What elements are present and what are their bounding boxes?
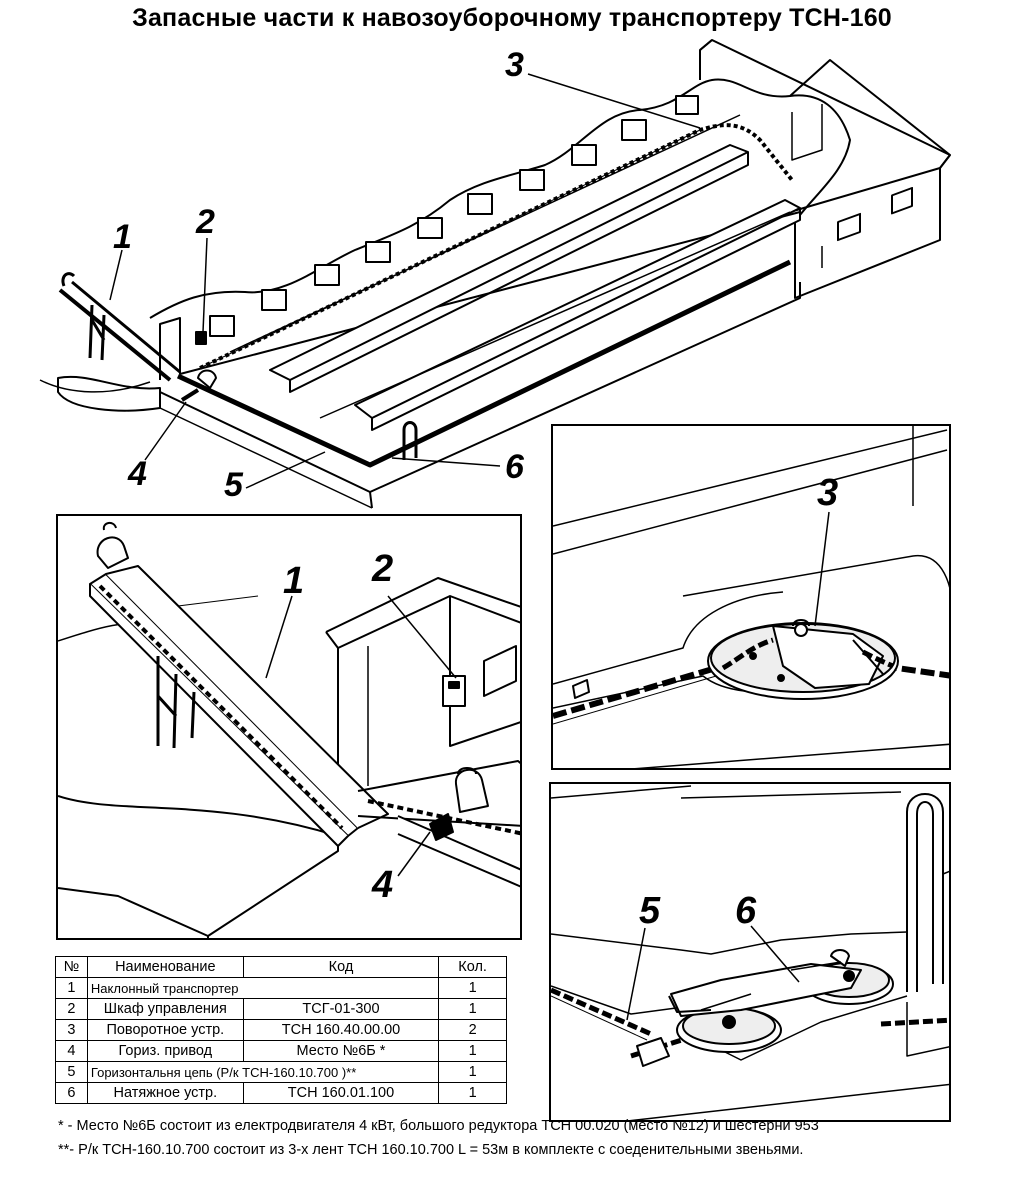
header-qty: Кол.: [438, 956, 507, 978]
row-name: Поворотное устр.: [86, 1019, 244, 1041]
row-no: 5: [55, 1061, 88, 1083]
turning-device-detail-panel: 3: [551, 424, 951, 770]
overview-callout-5: 5: [224, 466, 243, 504]
row-qty: 1: [438, 1061, 507, 1083]
row-name: Наклонный транспортер: [86, 977, 440, 999]
table-row: 5 Горизонтальня цепь (Р/к ТСН-160.10.700…: [55, 1061, 507, 1083]
row-no: 4: [55, 1040, 88, 1062]
row-no: 2: [55, 998, 88, 1020]
table-row: 3 Поворотное устр. ТСН 160.40.00.00 2: [55, 1019, 507, 1041]
parts-table: № Наименование Код Кол. 1 Наклонный тран…: [55, 956, 507, 1104]
inclined-callout-2: 2: [372, 548, 394, 590]
header-code: Код: [242, 956, 440, 978]
row-code: Место №6Б *: [242, 1040, 440, 1062]
row-name: Натяжное устр.: [86, 1082, 244, 1104]
row-qty: 1: [438, 1040, 507, 1062]
row-no: 1: [55, 977, 88, 999]
page-title: Запасные части к навозоуборочному трансп…: [132, 4, 892, 32]
barn-overview-drawing: [39, 39, 951, 509]
row-name: Шкаф управления: [86, 998, 244, 1020]
row-no: 6: [55, 1082, 88, 1104]
tension-callout-6: 6: [735, 890, 757, 932]
row-qty: 1: [438, 977, 507, 999]
table-row: 1 Наклонный транспортер 1: [55, 977, 507, 999]
overview-callout-4: 4: [128, 455, 147, 493]
footnote-2: **- Р/к ТСН-160.10.700 состоит из 3-х ле…: [58, 1142, 804, 1158]
table-row: 2 Шкаф управления ТСГ-01-300 1: [55, 998, 507, 1020]
overview-callout-1: 1: [113, 218, 132, 256]
turning-callout-3: 3: [817, 472, 839, 514]
row-qty: 1: [438, 1082, 507, 1104]
header-no: №: [55, 956, 88, 978]
table-row: 4 Гориз. привод Место №6Б * 1: [55, 1040, 507, 1062]
row-no: 3: [55, 1019, 88, 1041]
row-code: ТСН 160.40.00.00: [242, 1019, 440, 1041]
row-name: Горизонтальня цепь (Р/к ТСН-160.10.700 )…: [86, 1061, 440, 1083]
footnote-1: * - Место №6Б состоит из електродвигател…: [58, 1118, 819, 1134]
row-code: ТСН 160.01.100: [242, 1082, 440, 1104]
row-name: Гориз. привод: [86, 1040, 244, 1062]
tension-callout-5: 5: [639, 890, 661, 932]
overview-callout-6: 6: [505, 448, 524, 486]
inclined-conveyor-detail-panel: 1 2 4: [56, 514, 522, 940]
inclined-callout-4: 4: [372, 864, 394, 906]
row-qty: 1: [438, 998, 507, 1020]
overview-callout-3: 3: [505, 46, 524, 84]
inclined-callout-1: 1: [283, 560, 305, 602]
tension-device-detail-panel: 5 6: [549, 782, 951, 1122]
table-header-row: № Наименование Код Кол.: [55, 956, 507, 978]
row-qty: 2: [438, 1019, 507, 1041]
header-name: Наименование: [86, 956, 244, 978]
overview-callout-2: 2: [196, 203, 215, 241]
table-row: 6 Натяжное устр. ТСН 160.01.100 1: [55, 1082, 507, 1104]
row-code: ТСГ-01-300: [242, 998, 440, 1020]
